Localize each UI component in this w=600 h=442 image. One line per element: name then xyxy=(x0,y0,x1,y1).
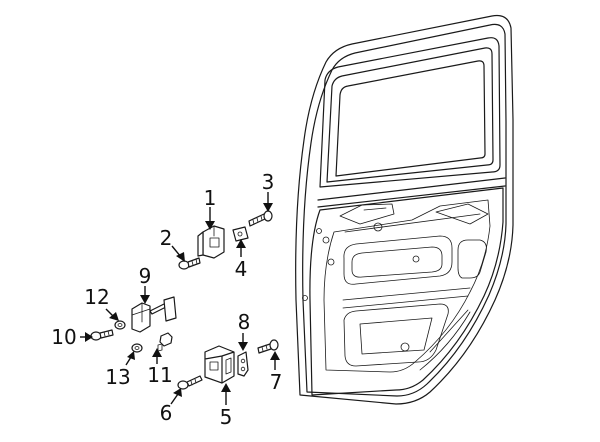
nut-11 xyxy=(157,332,173,352)
callout-12: 12 xyxy=(84,285,109,309)
leader-lines xyxy=(80,192,280,405)
callout-4: 4 xyxy=(235,257,248,281)
callout-7: 7 xyxy=(270,370,283,394)
hinge-bolt-3 xyxy=(248,210,273,227)
door-check-strap xyxy=(131,296,177,333)
callout-9: 9 xyxy=(139,264,152,288)
door-shell xyxy=(295,14,514,405)
callout-10: 10 xyxy=(51,325,76,349)
hinge-bolt-2 xyxy=(178,257,201,270)
washer-13 xyxy=(131,343,143,353)
callout-11: 11 xyxy=(147,363,172,387)
callout-6: 6 xyxy=(160,401,173,425)
upper-hinge-door-half xyxy=(197,225,225,259)
lower-hinge xyxy=(204,345,235,384)
callout-5: 5 xyxy=(220,405,233,429)
hinge-bolt-6 xyxy=(177,375,203,390)
hinge-shim xyxy=(232,226,249,242)
hinge-shim-8 xyxy=(237,351,249,377)
callout-13: 13 xyxy=(105,365,130,389)
callout-labels: 1 2 3 4 5 6 7 8 9 10 11 12 13 xyxy=(51,170,282,429)
strap-bolt-10 xyxy=(90,329,114,341)
hinge-bolt-7 xyxy=(257,339,279,354)
callout-2: 2 xyxy=(160,226,173,250)
callout-1: 1 xyxy=(204,186,217,210)
washer-12 xyxy=(114,320,126,330)
callout-8: 8 xyxy=(238,310,251,334)
callout-3: 3 xyxy=(262,170,275,194)
